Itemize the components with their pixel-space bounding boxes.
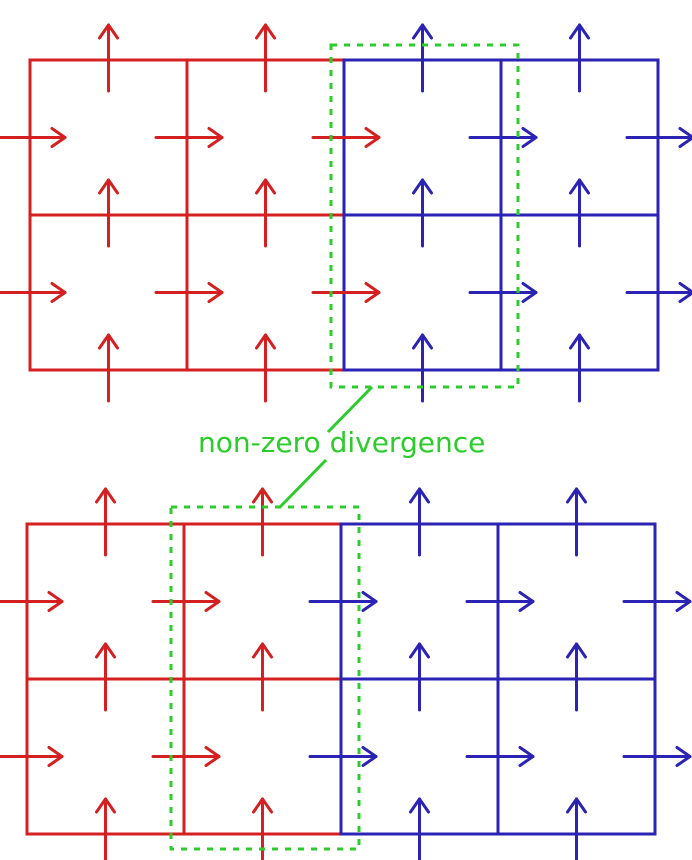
flux-arrow-vertical <box>566 487 587 557</box>
arrow-head <box>255 178 276 195</box>
arrow-head <box>95 642 116 659</box>
arrow-head <box>252 642 273 659</box>
arrow-head <box>675 746 692 767</box>
highlight-box-top <box>329 43 520 389</box>
arrow-head <box>521 127 538 148</box>
flux-arrow-vertical <box>95 487 116 557</box>
flux-arrow-horizontal <box>468 127 538 148</box>
flux-arrow-horizontal <box>0 127 67 148</box>
arrow-head <box>207 127 224 148</box>
flux-arrow-horizontal <box>308 591 378 612</box>
flux-arrow-horizontal <box>625 282 692 303</box>
arrow-head <box>204 591 221 612</box>
arrow-head <box>412 178 433 195</box>
flux-arrow-vertical <box>98 178 119 248</box>
flux-arrow-horizontal <box>0 591 64 612</box>
flux-arrow-horizontal <box>311 282 381 303</box>
flux-arrow-vertical <box>409 642 430 712</box>
grid-panel-top <box>28 58 660 372</box>
flux-arrow-vertical <box>412 23 433 93</box>
flux-arrow-vertical <box>409 487 430 557</box>
highlight-box-bottom <box>169 505 361 851</box>
arrow-head <box>95 487 116 504</box>
arrow-head <box>361 746 378 767</box>
flux-arrow-vertical <box>95 642 116 712</box>
flux-arrow-vertical <box>252 487 273 557</box>
flux-arrow-vertical <box>252 642 273 712</box>
flux-arrow-horizontal <box>465 746 535 767</box>
arrow-head <box>361 591 378 612</box>
annotation-label: non-zero divergence <box>198 426 485 459</box>
flux-arrow-horizontal <box>468 282 538 303</box>
flux-arrow-vertical <box>98 23 119 93</box>
arrow-head <box>98 178 119 195</box>
arrow-head <box>409 642 430 659</box>
flux-arrow-horizontal <box>465 591 535 612</box>
flux-arrow-horizontal <box>151 746 221 767</box>
flux-arrow-horizontal <box>625 127 692 148</box>
arrow-head <box>569 23 590 40</box>
arrow-head <box>364 282 381 303</box>
arrow-head <box>50 282 67 303</box>
arrow-head <box>95 797 116 814</box>
arrow-head <box>521 282 538 303</box>
flux-arrow-horizontal <box>151 591 221 612</box>
arrow-head <box>566 797 587 814</box>
arrow-head <box>566 487 587 504</box>
flux-arrow-vertical <box>569 23 590 93</box>
arrow-head <box>412 333 433 350</box>
annotation-pointer-top <box>326 385 374 434</box>
grid-panel-bottom <box>25 522 657 836</box>
arrow-head <box>675 591 692 612</box>
highlight-boxes <box>169 43 520 851</box>
arrow-head <box>518 746 535 767</box>
flux-arrow-vertical <box>255 333 276 403</box>
arrow-head <box>678 282 692 303</box>
flux-arrow-horizontal <box>154 127 224 148</box>
arrow-head <box>50 127 67 148</box>
flux-arrow-vertical <box>98 333 119 403</box>
arrow-head <box>204 746 221 767</box>
arrow-head <box>518 591 535 612</box>
arrow-head <box>678 127 692 148</box>
arrow-head <box>569 333 590 350</box>
arrow-head <box>252 487 273 504</box>
arrow-head <box>207 282 224 303</box>
annotation-pointer-bottom <box>278 458 328 509</box>
flux-arrow-horizontal <box>154 282 224 303</box>
arrow-head <box>409 797 430 814</box>
flux-arrow-horizontal <box>622 746 692 767</box>
arrow-head <box>255 333 276 350</box>
flux-arrow-vertical <box>412 178 433 248</box>
arrow-head <box>364 127 381 148</box>
flux-arrow-vertical <box>566 797 587 860</box>
flux-arrow-vertical <box>569 178 590 248</box>
flux-arrow-vertical <box>255 178 276 248</box>
flux-arrow-vertical <box>409 797 430 860</box>
flux-arrow-horizontal <box>0 746 64 767</box>
flux-arrow-horizontal <box>622 591 692 612</box>
arrow-head <box>47 591 64 612</box>
arrow-head <box>98 23 119 40</box>
flux-arrow-horizontal <box>0 282 67 303</box>
arrow-head <box>409 487 430 504</box>
flux-arrow-vertical <box>569 333 590 403</box>
flux-arrow-horizontal <box>311 127 381 148</box>
arrow-head <box>98 333 119 350</box>
arrow-head <box>252 797 273 814</box>
flux-arrow-vertical <box>95 797 116 860</box>
vector-arrows <box>0 23 692 860</box>
flux-arrow-vertical <box>255 23 276 93</box>
arrow-head <box>412 23 433 40</box>
arrow-head <box>47 746 64 767</box>
arrow-head <box>255 23 276 40</box>
arrow-head <box>569 178 590 195</box>
flux-arrow-vertical <box>566 642 587 712</box>
arrow-head <box>566 642 587 659</box>
flux-arrow-vertical <box>412 333 433 403</box>
flux-arrow-vertical <box>252 797 273 860</box>
flux-arrow-horizontal <box>308 746 378 767</box>
